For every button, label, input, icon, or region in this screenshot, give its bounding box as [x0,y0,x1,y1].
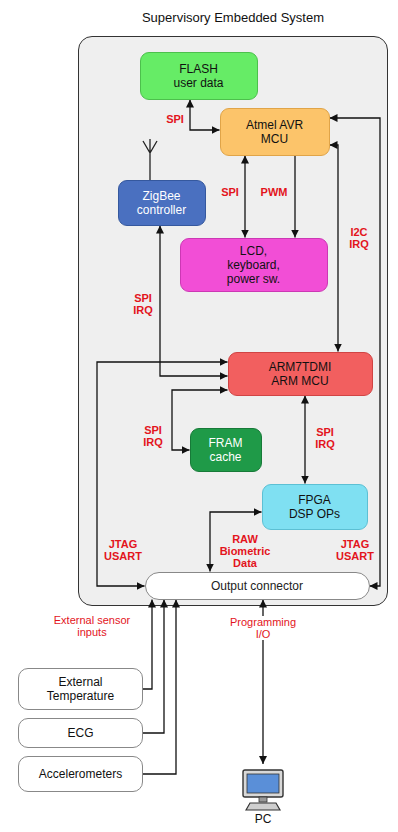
avr-mcu-box: Atmel AVR MCU [220,108,330,156]
signal-connector [244,156,245,238]
signal-label: SPI IRQ [311,426,339,450]
node-text: PC [255,812,272,826]
signal-connector [172,390,228,450]
signal-label: Programming I/O [223,616,303,640]
group-label: External sensor inputs [40,614,144,638]
signal-connector [143,600,152,690]
node-text: FPGA DSP OPs [288,493,342,521]
signal-connector [330,118,381,586]
antenna-symbol [143,139,157,180]
signal-label: SPI [162,113,188,125]
signal-connector [97,362,228,586]
signal-connector [330,145,339,352]
signal-label: SPI [218,186,242,198]
signal-label: JTAG USART [102,538,144,562]
node-heading: FLASH [179,62,218,76]
output-connector: Output connector [145,572,370,600]
signal-connector [143,600,164,734]
pc-node: PC [240,764,286,826]
node-text: LCD, keyboard, power sw. [223,244,285,286]
signal-label: JTAG USART [334,538,376,562]
signal-label: PWM [258,186,290,198]
signal-connector [304,396,305,484]
node-text: ZigBee controller [129,189,195,217]
system-panel: Supervisory Embedded SystemFLASHuser dat… [78,36,388,606]
monitor-stand [259,797,267,802]
node-text: ARM7TDMI ARM MCU [262,360,338,388]
sensor-box: Accelerometers [18,756,143,792]
arm-mcu-box: ARM7TDMI ARM MCU [228,352,373,396]
fram-cache-box: FRAM cache [190,428,262,472]
sensor-box: External Temperature [18,668,143,710]
node-text: Accelerometers [39,767,122,781]
panel-heading: Supervisory Embedded System [79,10,387,26]
node-text: ECG [67,726,93,740]
computer-icon [240,768,286,812]
node-text: user data [173,76,223,90]
signal-connector [160,226,228,377]
monitor [243,770,283,797]
signal-label: RAW Biometric Data [216,533,274,569]
lcd-keyboard-box: LCD, keyboard, power sw. [180,238,328,292]
node-text: Atmel AVR MCU [245,118,305,146]
signal-label: SPI IRQ [140,424,166,448]
signal-label: SPI IRQ [130,292,156,316]
signal-connector [143,600,176,775]
fpga-box: FPGA DSP OPs [262,484,368,530]
signal-connector [294,156,295,238]
keyboard [246,803,280,810]
flash-memory-box: FLASHuser data [140,52,258,100]
zigbee-box: ZigBee controller [118,180,206,226]
signal-label: I2C IRQ [344,226,374,250]
signal-connector [190,100,220,131]
node-text: FRAM cache [204,436,248,464]
screen [247,774,279,793]
node-text: Output connector [211,579,303,593]
sensor-box: ECG [18,718,143,748]
node-text: External Temperature [41,675,121,703]
